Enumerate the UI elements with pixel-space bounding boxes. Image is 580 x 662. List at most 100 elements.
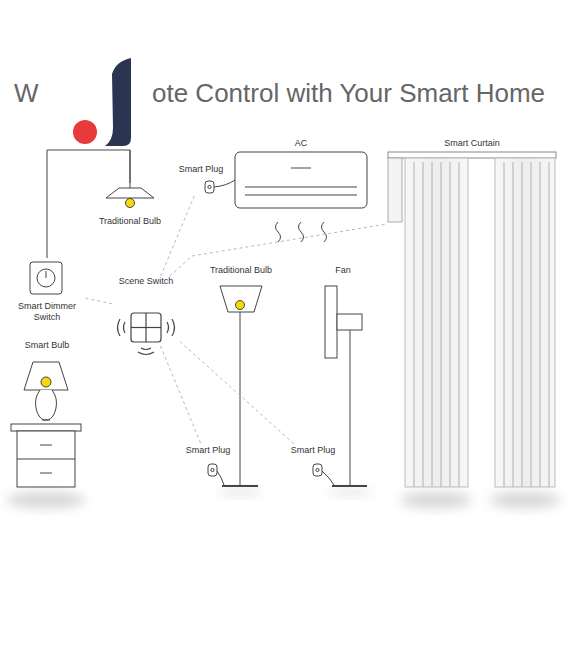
floor-shadows-part [400,492,472,508]
ac-unit-part [245,195,357,196]
floor-lamp-part [236,301,245,310]
fan-plug-icon-part [322,471,334,485]
dimmer-switch-icon-part [46,271,47,278]
lamp-plug-icon-part [211,468,214,471]
floor-lamp-part [222,485,258,487]
device-node: Fan [318,265,368,360]
scene-switch-icon-part [124,322,126,333]
fan-part [332,485,367,487]
logo-part [73,120,97,144]
floor-shadows-part [6,492,86,508]
device-node: Smart Curtain [386,138,558,490]
fan-plug-icon [313,464,334,485]
fan-part [350,330,351,485]
curtain-pleat [414,162,415,487]
lamp-plug-icon-part [217,471,224,485]
nightstand-part [17,431,75,487]
floor-lamp-part [220,286,262,312]
ac-unit-part [291,168,311,169]
ac-unit [235,152,367,242]
device-label: Smart Bulb [24,340,71,350]
wireless-link [180,342,295,445]
scene-switch-icon-part [138,352,154,355]
scene-switch-icon-part [172,319,175,336]
ac-unit-part [322,222,327,242]
nightstand [11,424,81,487]
ac-unit-part [245,187,357,188]
ac-unit-part [276,222,281,242]
bedside-lamp-part [41,377,51,387]
floor-shadows-part [328,488,372,496]
floor-lamp [220,286,262,486]
curtain-pleat [549,162,550,487]
curtain-pleat [432,162,433,487]
dimmer-switch-icon-part [30,262,62,294]
device-node: Smart Plug [182,445,234,477]
power-wire [47,150,130,258]
scene-switch-icon-part [131,327,161,328]
smart-curtain-drawing-part [388,152,556,158]
ac-plug-icon-part [205,181,214,193]
ac-unit-part [299,222,304,242]
scene-switch-icon-part [118,319,121,336]
device-label: Smart Curtain [443,138,501,148]
device-label: Smart Plug [185,445,232,455]
device-node: Smart Plug [175,164,227,196]
device-label: Traditional Bulb [209,265,273,275]
ac-unit-part [235,152,367,208]
device-label: AC [294,138,309,148]
smart-curtain-drawing-part [405,158,468,487]
scene-switch-icon-part [167,322,169,333]
device-label: Fan [334,265,352,275]
smart-curtain-drawing [388,152,556,487]
bedside-lamp-part [42,420,50,421]
bedside-lamp-part [24,362,68,390]
scene-switch-icon-part [131,313,161,342]
ac-plug-icon-part [208,185,211,188]
wireless-link [84,298,112,304]
wireless-link [170,224,386,276]
lamp-plug-icon [208,464,224,485]
curtain-pleat [522,162,523,487]
logo [73,58,131,146]
fan-part [337,314,362,330]
curtain-pleat [441,162,442,487]
device-label: Smart Dimmer Switch [14,301,80,322]
dimmer-switch-icon-part [37,269,55,287]
title-text: ote Control with Your Smart Home [152,78,545,109]
nightstand-part [17,459,75,460]
fan-plug-icon-part [316,468,319,471]
bedside-lamp [24,362,68,420]
curtain-pleat [450,162,451,487]
curtain-pleat [540,162,541,487]
ac-plug-icon [205,180,235,193]
wireless-link [161,196,195,276]
fan [325,286,367,486]
device-node: Smart Plug [287,445,339,477]
nightstand-part [40,473,52,474]
curtain-pleat [504,162,505,487]
nightstand-part [11,424,81,431]
dimmer-switch-icon [30,262,62,294]
ceiling-bulb-icon-part [126,199,135,208]
floor-lamp-part [240,312,241,485]
scene-switch-icon [118,313,175,355]
lamp-plug-icon-part [208,464,217,476]
curtain-pleat [531,162,532,487]
floor-shadows-part [218,488,262,496]
curtain-pleat [513,162,514,487]
device-label: Scene Switch [118,276,175,286]
device-node: AC [233,138,369,210]
wireless-link [160,346,201,445]
device-node: Traditional Bulb [92,183,168,226]
floor-shadows-part [489,492,561,508]
smart-curtain-drawing-part [388,158,402,222]
curtain-pleat [459,162,460,487]
device-node: Scene Switch [112,276,180,346]
device-label: Smart Plug [178,164,225,174]
device-node: Smart Dimmer Switch [10,258,84,322]
device-node: Smart Bulb [12,340,82,400]
